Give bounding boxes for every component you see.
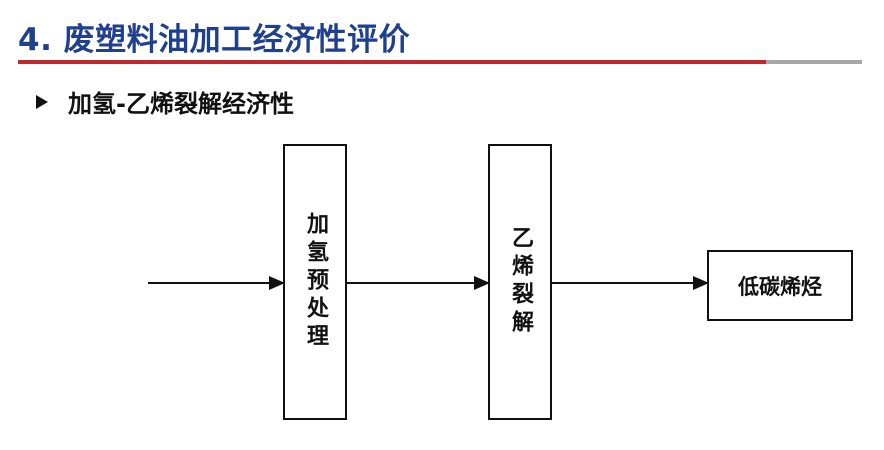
section-subtitle: 加氢-乙烯裂解经济性	[68, 90, 294, 118]
bullet-arrow-icon	[36, 94, 48, 109]
node-label: 乙烯裂解	[508, 226, 533, 338]
arrowhead	[269, 276, 285, 290]
input-arrow	[148, 276, 285, 290]
arrowhead	[693, 276, 709, 290]
node-label: 加氢预处理	[303, 212, 328, 352]
section-heading: 加氢-乙烯裂解经济性	[36, 84, 294, 119]
node-low-carbon-olefins: 低碳烯烃	[707, 250, 853, 321]
node-label: 低碳烯烃	[738, 274, 822, 299]
title-underline-red	[18, 60, 766, 64]
arrowhead	[474, 276, 490, 290]
page-title: 4. 废塑料油加工经济性评价	[18, 22, 411, 58]
arrow-cracking-to-olefins	[552, 276, 709, 290]
node-hydro-pretreatment: 加氢预处理	[283, 144, 347, 420]
arrow-hydro-to-cracking	[347, 276, 490, 290]
title-underline-gray	[766, 60, 862, 64]
node-ethylene-cracking: 乙烯裂解	[488, 144, 552, 420]
